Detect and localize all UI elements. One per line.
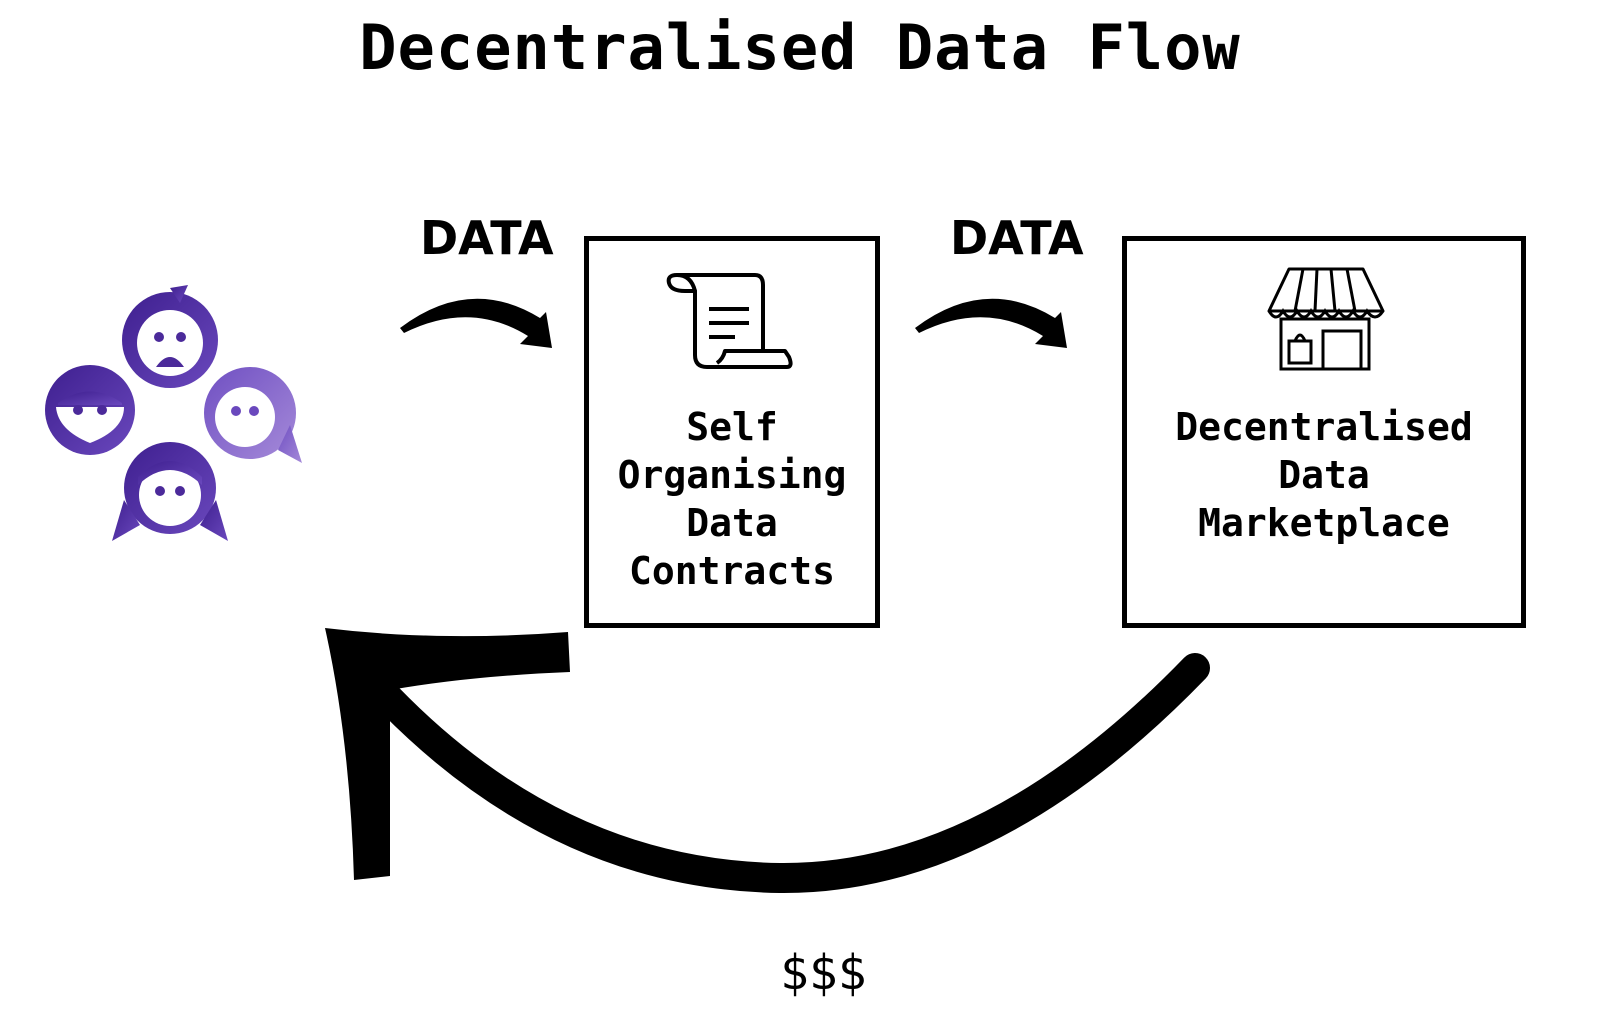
marketplace-label-line: Data (1278, 453, 1370, 497)
contracts-label-line: Contracts (629, 549, 835, 593)
contracts-label: Self Organising Data Contracts (589, 403, 875, 595)
diagram-title: Decentralised Data Flow (359, 11, 1241, 84)
contracts-label-line: Data (686, 501, 778, 545)
person-bottom-icon (112, 442, 228, 541)
return-arrow (325, 628, 1210, 894)
contracts-box: Self Organising Data Contracts (584, 236, 880, 628)
money-label: $$$ (780, 945, 867, 1001)
contracts-label-line: Organising (617, 453, 847, 497)
marketplace-label-line: Marketplace (1198, 501, 1450, 545)
scroll-icon (666, 273, 793, 369)
storefront-icon (1267, 267, 1385, 371)
people-group-icon (45, 285, 302, 541)
person-right-icon (204, 367, 302, 463)
contracts-label-line: Self (686, 405, 778, 449)
data-label-1: DATA (420, 211, 554, 265)
marketplace-label-line: Decentralised (1175, 405, 1473, 449)
person-top-icon (122, 285, 218, 388)
data-label-2: DATA (950, 211, 1084, 265)
person-left-icon (45, 365, 135, 455)
marketplace-box: Decentralised Data Marketplace (1122, 236, 1526, 628)
marketplace-label: Decentralised Data Marketplace (1127, 403, 1521, 547)
arrow-to-marketplace (915, 298, 1067, 348)
arrow-to-contracts (400, 298, 552, 348)
